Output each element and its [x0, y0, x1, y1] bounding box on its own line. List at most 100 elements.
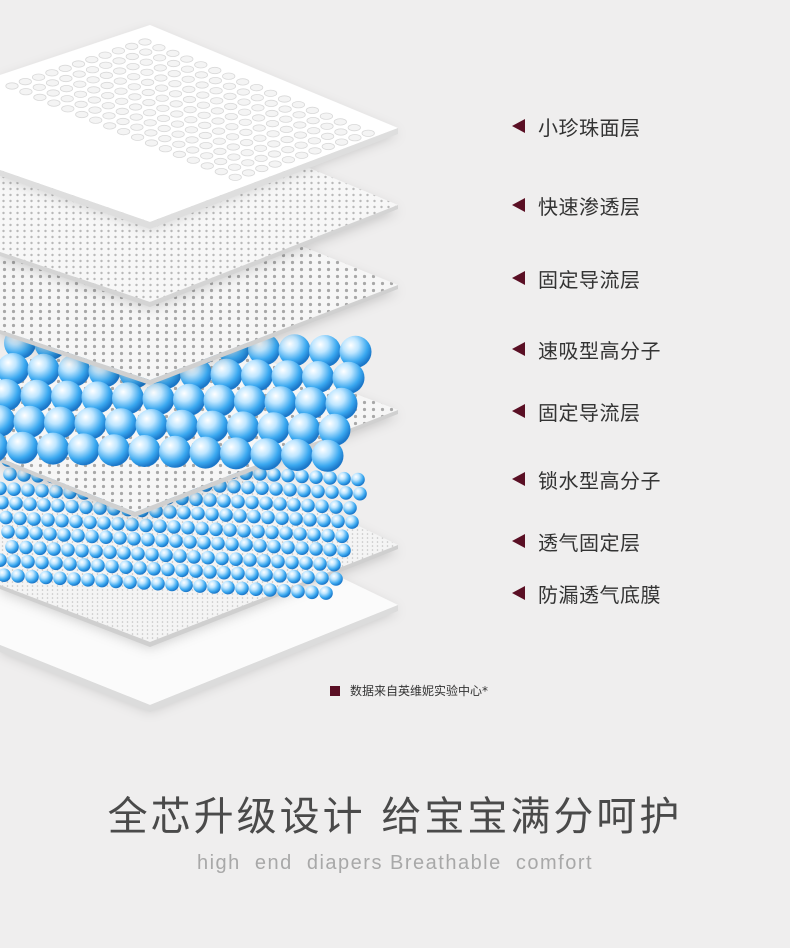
pearl-bump: [144, 139, 159, 147]
pearl-bump: [130, 123, 144, 131]
pearl-bump: [307, 137, 321, 145]
pearl-bump: [73, 90, 88, 98]
pearl-bump: [115, 107, 129, 116]
pearl-bump: [167, 70, 181, 78]
pearl-bump: [211, 117, 225, 125]
pearl-bump: [224, 113, 238, 121]
pearl-bump: [306, 117, 320, 125]
polymer-bead-small: [205, 507, 219, 522]
polymer-bead-small: [201, 550, 215, 565]
pearl-bump: [167, 59, 181, 68]
layer-label-8: 防漏透气底膜: [512, 580, 661, 607]
polymer-bead-small: [219, 508, 233, 522]
pearl-bump: [212, 127, 226, 135]
pearl-bump: [154, 74, 168, 82]
pearl-bump: [334, 138, 349, 146]
polymer-bead-small: [145, 547, 159, 562]
arrow-marker-icon: [512, 342, 525, 356]
pearl-bump: [195, 81, 209, 89]
pearl-bump: [236, 78, 250, 86]
polymer-bead-small: [231, 566, 245, 581]
polymer-bead-small: [89, 544, 103, 559]
polymer-bead-small: [249, 582, 263, 596]
polymer-bead-small: [165, 577, 179, 592]
pearl-bump: [267, 140, 281, 148]
pearl-bump: [19, 88, 33, 96]
polymer-bead-small: [0, 481, 7, 496]
pearl-bump: [208, 77, 222, 85]
pearl-bump: [116, 117, 130, 126]
polymer-bead-small: [303, 513, 317, 527]
pearl-bump: [182, 85, 196, 94]
pearl-bump: [115, 97, 129, 105]
polymer-bead-large: [0, 405, 15, 437]
pearl-bump: [85, 66, 100, 74]
polymer-bead-small: [287, 498, 301, 512]
polymer-bead-small: [187, 550, 201, 564]
polymer-bead-large: [332, 361, 365, 394]
pearl-bump: [200, 162, 214, 170]
polymer-bead-large: [166, 409, 198, 442]
polymer-bead-large: [0, 433, 8, 461]
polymer-bead-large: [27, 353, 60, 386]
pearl-bump: [241, 169, 256, 177]
layer-label-text: 锁水型高分子: [538, 468, 661, 493]
polymer-bead-small: [183, 535, 197, 549]
pearl-bump: [305, 106, 319, 115]
pearl-bump: [198, 131, 212, 140]
pearl-bump: [198, 121, 212, 130]
polymer-bead-small: [49, 484, 63, 499]
polymer-bead-small: [329, 572, 343, 586]
polymer-bead-small: [193, 579, 207, 593]
polymer-bead-small: [133, 561, 147, 575]
layer-label-3: 固定导流层: [512, 265, 641, 292]
pearl-bump: [117, 128, 131, 136]
polymer-bead-small: [309, 470, 323, 485]
pearl-bump: [228, 163, 242, 171]
pearl-bump: [227, 153, 241, 161]
polymer-bead-small: [259, 568, 273, 582]
pearl-bump: [180, 65, 195, 73]
polymer-bead-small: [131, 547, 145, 561]
pearl-bump: [210, 97, 224, 105]
pearl-bump: [185, 136, 199, 144]
pearl-bump: [252, 124, 266, 132]
polymer-bead-small: [301, 498, 315, 513]
pearl-bump: [250, 94, 264, 102]
pearl-bump: [196, 101, 210, 109]
polymer-bead-small: [235, 581, 249, 596]
pearl-bump: [71, 60, 86, 68]
polymer-bead-small: [351, 472, 365, 487]
polymer-bead-small: [139, 518, 153, 533]
polymer-bead-small: [55, 513, 69, 528]
pearl-bump: [226, 133, 240, 141]
pearl-bump: [279, 115, 293, 123]
pearl-bump: [240, 139, 254, 147]
polymer-bead-small: [253, 467, 267, 481]
square-marker-icon: [330, 685, 340, 696]
polymer-bead-small: [267, 539, 281, 554]
arrow-marker-icon: [512, 404, 525, 418]
pearl-bump: [98, 51, 112, 59]
polymer-bead-large: [0, 379, 22, 411]
layer-label-6: 锁水型高分子: [512, 466, 661, 493]
pearl-bump: [264, 99, 278, 108]
polymer-bead-small: [61, 543, 75, 557]
pearl-bump: [240, 149, 254, 157]
polymer-bead-small: [35, 483, 49, 498]
pearl-bump: [125, 52, 139, 61]
polymer-bead-small: [137, 576, 151, 590]
polymer-bead-small: [189, 564, 203, 578]
pearl-bump: [47, 99, 61, 107]
polymer-bead-small: [0, 568, 11, 582]
pearl-bump: [143, 119, 157, 127]
pearl-bump: [126, 62, 140, 71]
polymer-bead-large: [112, 382, 144, 415]
polymer-bead-small: [109, 574, 123, 589]
pearl-bump: [158, 135, 172, 143]
pearl-bump: [153, 54, 167, 62]
pearl-bump: [72, 70, 86, 78]
polymer-bead-large: [264, 386, 297, 419]
polymer-bead-small: [319, 586, 333, 600]
polymer-bead-large: [288, 413, 320, 445]
